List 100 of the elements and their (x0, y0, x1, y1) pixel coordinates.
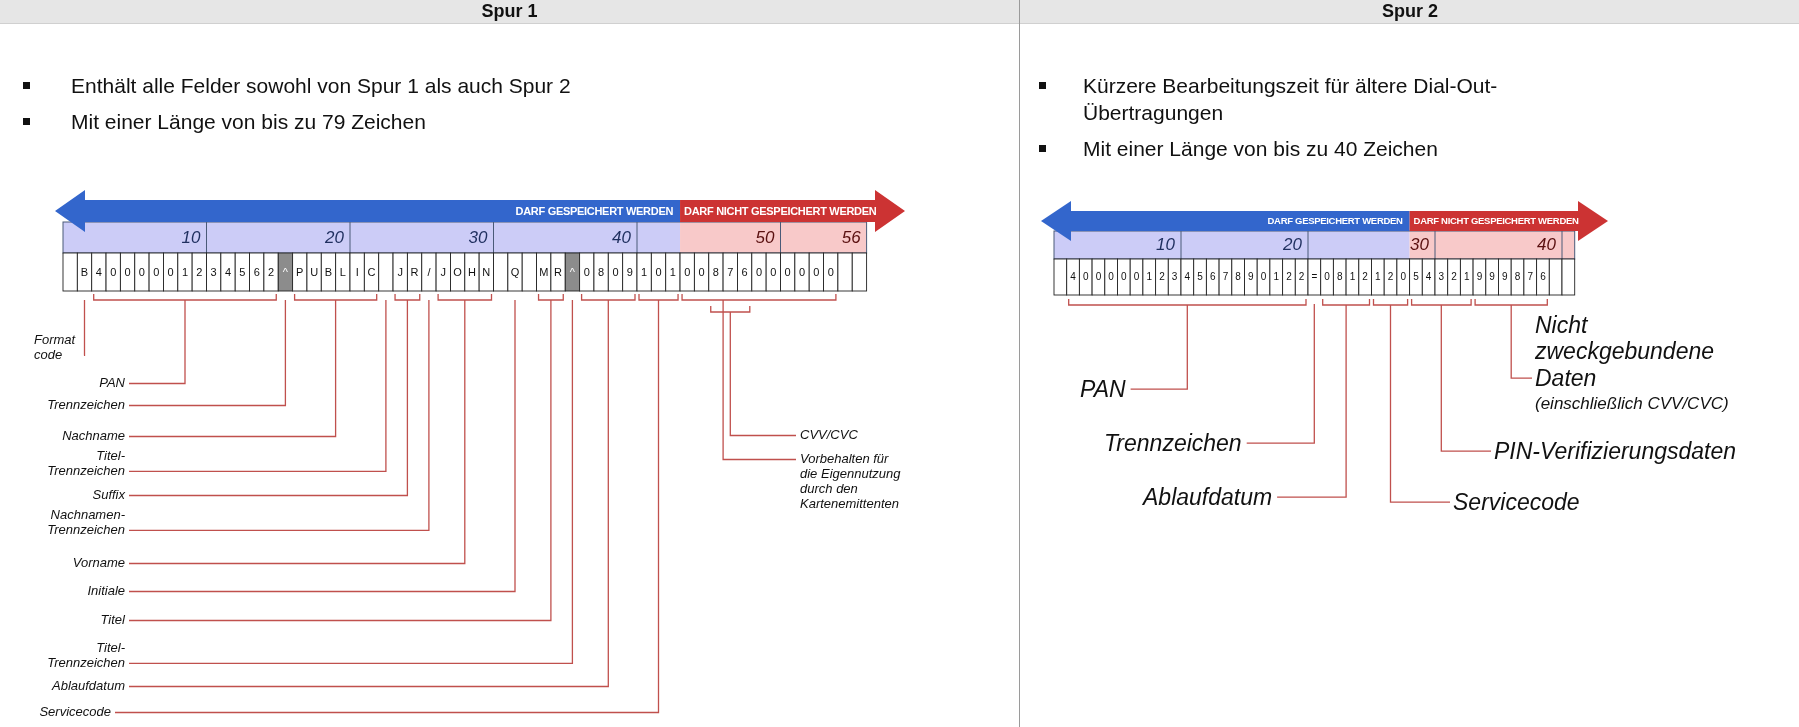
scale-number: 10 (1156, 234, 1175, 256)
callout-label: PAN (99, 376, 125, 391)
bullet-text: Mit einer Länge von bis zu 40 Zeichen (1083, 136, 1439, 162)
cell-character: R (553, 265, 564, 279)
callout-label: Servicecode (39, 705, 111, 720)
callout-label: Vorname (72, 556, 125, 571)
cell-character: 0 (166, 265, 175, 279)
cell-character: 2 (267, 265, 276, 279)
cell-character: 1 (1348, 270, 1357, 284)
leader-line (128, 299, 466, 565)
cell-character: 5 (238, 265, 247, 279)
cell-character: ^ (568, 265, 576, 279)
cell-character: 9 (1488, 270, 1496, 284)
cell-character: 1 (640, 265, 649, 279)
cell-character: 0 (109, 265, 118, 279)
cell-character: 2 (1386, 270, 1395, 284)
cell-character: P (295, 265, 305, 279)
cell-character: 0 (1399, 270, 1407, 284)
cell-character: 1 (1462, 270, 1471, 284)
cell-character: B (79, 265, 90, 279)
cell-character: 9 (625, 265, 634, 279)
cell-character: 0 (812, 265, 821, 279)
cell-character: 7 (1221, 270, 1230, 284)
cell-character: 4 (1183, 270, 1192, 284)
cell-character: 6 (1208, 270, 1217, 284)
leader-line (128, 299, 287, 407)
cell-character: 0 (1323, 270, 1331, 284)
callout-label: Nicht zweckgebundene Daten (1535, 312, 1716, 392)
leader-line (1389, 304, 1451, 503)
cell-character: = (1310, 270, 1319, 284)
callout-label: Ablaufdatum (1143, 484, 1273, 511)
cell-character: 0 (797, 265, 807, 279)
callout-label: Vorbehalten für die Eigennutzung durch den Kartenemittenten (800, 452, 905, 512)
bullet-text: Mit einer Länge von bis zu 79 Zeichen (71, 109, 427, 135)
callout-label: Titel (100, 613, 125, 628)
cell-character: J (396, 265, 404, 279)
arrow-label: DARF NICHT GESPEICHERT WERDEN (684, 204, 877, 218)
cell-character: Q (509, 265, 521, 279)
cell-character: 2 (1361, 270, 1369, 284)
cell-character: 9 (1247, 270, 1255, 284)
callout-label: Trennzeichen (47, 398, 125, 413)
cell-character: 0 (826, 265, 835, 279)
cell-character: 7 (726, 265, 735, 279)
cell-character: I (354, 265, 360, 279)
scale-number: 30 (1410, 234, 1429, 256)
cell-character: 0 (1120, 270, 1128, 284)
cell-character: 1 (180, 265, 190, 279)
cell-character: 5 (1412, 270, 1420, 284)
leader-line (128, 299, 186, 385)
leader-line (114, 299, 660, 714)
cell-character: 1 (1145, 270, 1153, 284)
callout-label: Titel-Trennzeichen (33, 449, 125, 479)
scale-number: 30 (468, 227, 488, 249)
cell-character: 0 (654, 265, 663, 279)
bullet-text: Enthält alle Felder sowohl von Spur 1 als auch Spur 2 (71, 73, 572, 99)
cell-character: 0 (137, 265, 146, 279)
callout-label: Suffix (92, 488, 125, 503)
cell-character: 2 (1158, 270, 1166, 284)
cell-character: 4 (94, 265, 103, 279)
scale-number: 20 (1283, 234, 1302, 256)
cell-character: 0 (582, 265, 591, 279)
cell-character: 5 (1196, 270, 1204, 284)
cell-character: 0 (683, 265, 692, 279)
cell-character: 8 (711, 265, 720, 279)
callout-label: Nachname (62, 429, 125, 444)
leader-line (128, 299, 516, 593)
callout-label: Format code (34, 333, 80, 363)
cell-character: 0 (1259, 270, 1268, 284)
cell-character: 0 (754, 265, 764, 279)
callout-label: Trennzeichen (1104, 430, 1242, 457)
leader-line (128, 299, 552, 622)
cell-character: 0 (1081, 270, 1090, 284)
leader-line (729, 311, 797, 437)
cell-character: 1 (1374, 270, 1382, 284)
leader-line (1440, 304, 1492, 452)
cell-character: 1 (1272, 270, 1280, 284)
scale-number: 40 (612, 227, 631, 249)
cell-character: B (323, 265, 334, 279)
cell-character: 0 (611, 265, 620, 279)
cell-character: / (426, 265, 432, 279)
leader-line (1129, 304, 1188, 390)
cell-character: L (338, 265, 347, 279)
cell-character: 0 (152, 265, 161, 279)
cell-character: 0 (1132, 270, 1141, 284)
leader-line (128, 299, 387, 473)
cell-character: 7 (1526, 270, 1534, 284)
cell-character: 1 (668, 265, 677, 279)
leader-line (128, 299, 430, 532)
cell-character: ^ (281, 265, 289, 279)
cell-character: 6 (1539, 270, 1547, 284)
scale-number: 50 (755, 227, 775, 249)
scale-number: 10 (181, 227, 201, 249)
scale-number: 20 (325, 227, 344, 249)
cell-character: 9 (1501, 270, 1509, 284)
cell-character: J (439, 265, 447, 279)
cell-character: 0 (769, 265, 778, 279)
cell-character: 0 (123, 265, 132, 279)
cell-character: C (366, 265, 377, 279)
arrow-label: DARF NICHT GESPEICHERT WERDEN (1413, 214, 1579, 228)
cell-character: U (309, 265, 320, 279)
